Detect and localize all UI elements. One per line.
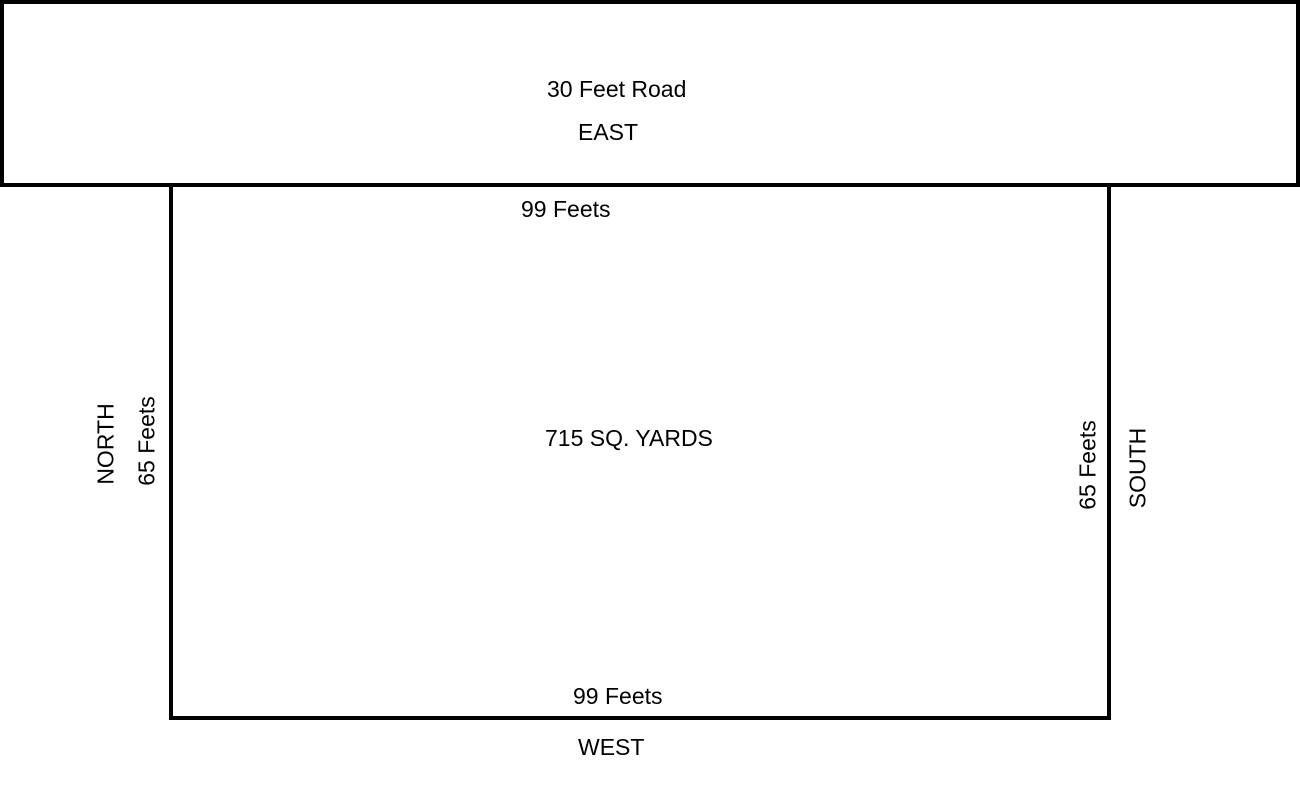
south-direction-label: SOUTH bbox=[1124, 427, 1151, 509]
plot-outline bbox=[169, 186, 1111, 720]
bottom-side-dimension-label: 99 Feets bbox=[573, 683, 663, 709]
north-direction-label: NORTH bbox=[92, 403, 119, 485]
plot-area-label: 715 SQ. YARDS bbox=[545, 425, 713, 451]
left-side-dimension-label: 65 Feets bbox=[133, 396, 160, 486]
road-outline bbox=[0, 0, 1300, 187]
right-side-dimension-label: 65 Feets bbox=[1074, 420, 1101, 510]
west-direction-label: WEST bbox=[578, 734, 645, 760]
road-name-label: 30 Feet Road bbox=[547, 76, 687, 102]
top-side-dimension-label: 99 Feets bbox=[521, 196, 611, 222]
east-direction-label: EAST bbox=[578, 119, 639, 145]
